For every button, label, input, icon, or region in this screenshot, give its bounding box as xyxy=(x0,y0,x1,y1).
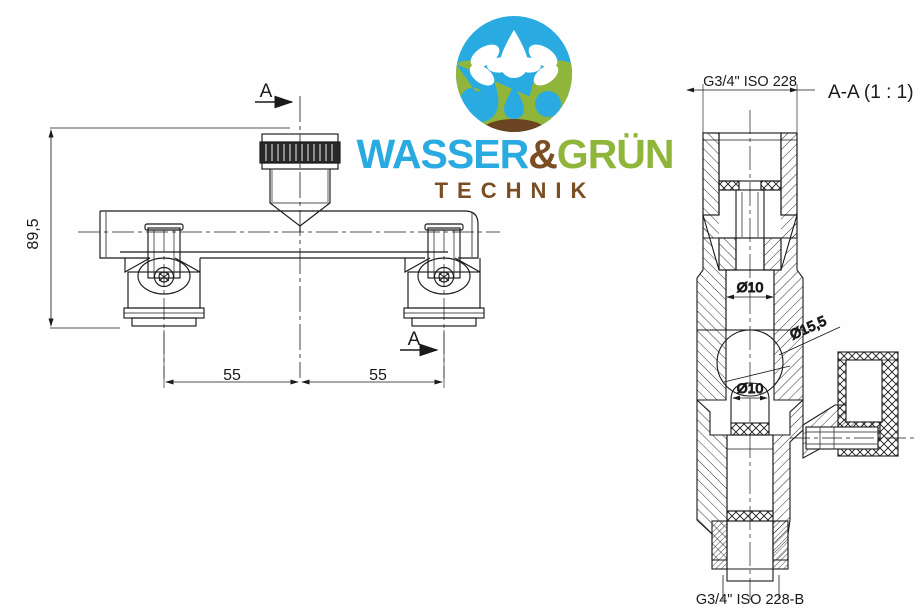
body-left-end xyxy=(99,211,120,259)
dimension-label-height: 89,5 xyxy=(25,218,42,249)
bottom-thread-right xyxy=(772,520,789,570)
section-view-title: A-A (1 : 1) xyxy=(828,82,914,103)
seal-left xyxy=(718,180,740,191)
body-top-outline xyxy=(100,210,479,250)
chamber-wall-left xyxy=(696,329,727,401)
ball-leader-chord xyxy=(723,365,791,383)
bottom-thread xyxy=(711,520,789,600)
dimension-label-bore-upper: Ø10 xyxy=(737,279,764,295)
collar-wall-left xyxy=(702,132,720,216)
dim-leader-ball xyxy=(778,326,841,356)
dimension-widths xyxy=(163,330,445,388)
chamber-wall-right xyxy=(773,329,804,401)
lower-dome xyxy=(730,382,770,424)
dim-thread-top xyxy=(686,84,815,133)
dimension-label-55-right: 55 xyxy=(369,367,387,384)
dimension-label-bore-lower: Ø10 xyxy=(737,380,764,396)
spindle-lower-wall-l xyxy=(718,237,737,271)
lv-fillet-left xyxy=(124,257,151,273)
collar-wall-right xyxy=(780,132,798,216)
section-label-bottom: A xyxy=(408,329,421,350)
bottom-bore xyxy=(726,520,774,582)
dimension-height xyxy=(48,127,290,329)
dimension-label-55-left: 55 xyxy=(223,367,241,384)
dim-ball xyxy=(778,326,841,356)
rv-fillet-left xyxy=(404,257,431,273)
seal-left-outline xyxy=(718,180,740,191)
cap-bottom-flange xyxy=(261,162,339,170)
lower-seal xyxy=(730,422,770,436)
dimension-label-thread-top: G3/4" ISO 228 xyxy=(703,74,797,90)
bottom-thread-left xyxy=(711,520,728,570)
spindle-lower-wall-r xyxy=(763,237,782,271)
seal-right xyxy=(760,180,782,191)
body-right-end xyxy=(458,250,479,259)
knurl-grooves xyxy=(265,144,333,161)
front-view xyxy=(78,96,500,378)
dimension-label-thread-bottom: G3/4" ISO 228-B xyxy=(696,592,804,608)
section-mark-bottom: A xyxy=(400,329,439,357)
handle-cavity xyxy=(845,359,883,423)
section-label-top: A xyxy=(260,81,273,102)
lower-seal-2 xyxy=(726,510,774,522)
collar-bore xyxy=(718,132,782,182)
top-thread-collar xyxy=(702,132,798,216)
seal-right-outline xyxy=(760,180,782,191)
section-mark-top: A xyxy=(255,81,294,109)
upper-spindle xyxy=(702,189,798,271)
side-handle-assembly xyxy=(790,351,918,459)
